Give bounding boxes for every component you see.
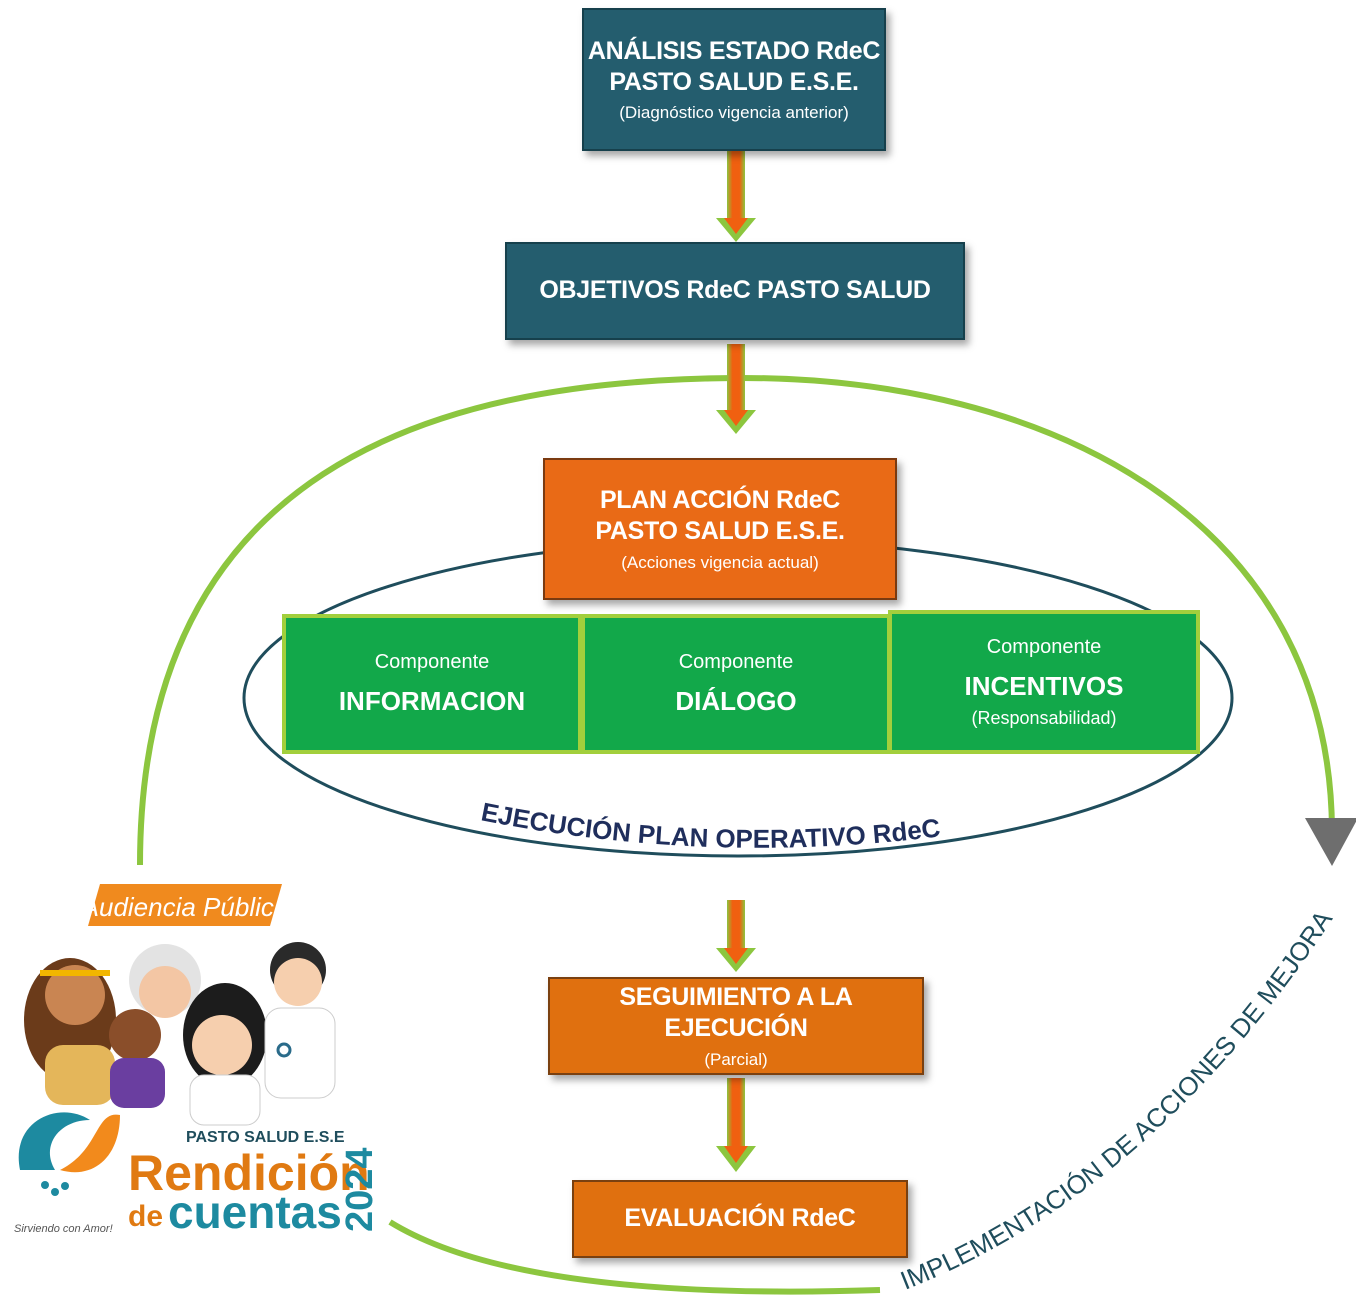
logo-word-cuentas: cuentas <box>168 1186 342 1238</box>
evaluation-box: EVALUACIÓN RdeC <box>572 1180 908 1258</box>
arrow-2 <box>716 344 756 434</box>
component-name: INFORMACION <box>338 686 526 717</box>
component-detail: (Responsabilidad) <box>971 707 1117 728</box>
action-plan-box: PLAN ACCIÓN RdeC PASTO SALUD E.S.E. (Acc… <box>543 458 897 600</box>
evaluation-title: EVALUACIÓN RdeC <box>624 1204 856 1233</box>
people-illustration-icon <box>24 942 336 1126</box>
logo-artwork: Audiencia Pública <box>14 884 381 1238</box>
component-incentivos: Componente INCENTIVOS (Responsabilidad) <box>888 610 1200 754</box>
logo-banner-text: Audiencia Pública <box>80 892 289 922</box>
loop-arrowhead <box>1305 818 1356 866</box>
analysis-title-line1: ANÁLISIS ESTADO RdeC <box>587 36 881 65</box>
analysis-title-line2: PASTO SALUD E.S.E. <box>609 67 859 96</box>
action-plan-title-line2: PASTO SALUD E.S.E. <box>595 517 845 546</box>
component-dialogo: Componente DIÁLOGO <box>581 614 891 754</box>
component-prefix: Componente <box>374 651 490 674</box>
analysis-box: ANÁLISIS ESTADO RdeC PASTO SALUD E.S.E. … <box>582 8 886 151</box>
arrow-4 <box>716 1078 756 1172</box>
logo-year: 2024 <box>339 1147 381 1232</box>
component-prefix: Componente <box>986 636 1102 658</box>
action-plan-subtitle: (Acciones vigencia actual) <box>621 552 819 572</box>
pasto-salud-emblem-icon <box>18 1112 120 1196</box>
loop-label: IMPLEMENTACIÓN DE ACCIONES DE MEJORA <box>896 904 1338 1295</box>
rendicion-logo: Audiencia Pública <box>0 870 390 1250</box>
arrow-1 <box>716 150 756 242</box>
component-name: DIÁLOGO <box>675 686 797 717</box>
component-prefix: Componente <box>678 651 794 674</box>
logo-word-de: de <box>128 1200 163 1233</box>
logo-slogan: Sirviendo con Amor! <box>14 1223 113 1235</box>
analysis-subtitle: (Diagnóstico vigencia anterior) <box>619 103 849 123</box>
improvement-loop-bottom <box>388 1219 881 1295</box>
component-name: INCENTIVOS <box>964 671 1124 701</box>
arrow-3 <box>716 900 756 972</box>
action-plan-title-line1: PLAN ACCIÓN RdeC <box>599 486 841 515</box>
followup-title: SEGUIMIENTO A LA EJECUCIÓN <box>619 983 853 1043</box>
objectives-box: OBJETIVOS RdeC PASTO SALUD <box>505 242 965 340</box>
followup-subtitle: (Parcial) <box>704 1049 768 1069</box>
component-informacion: Componente INFORMACION <box>282 614 582 754</box>
objectives-title: OBJETIVOS RdeC PASTO SALUD <box>539 276 931 305</box>
logo-word-rendicion: Rendición <box>128 1145 370 1201</box>
logo-org: PASTO SALUD E.S.E <box>186 1129 345 1146</box>
followup-box: SEGUIMIENTO A LA EJECUCIÓN (Parcial) <box>548 977 924 1075</box>
